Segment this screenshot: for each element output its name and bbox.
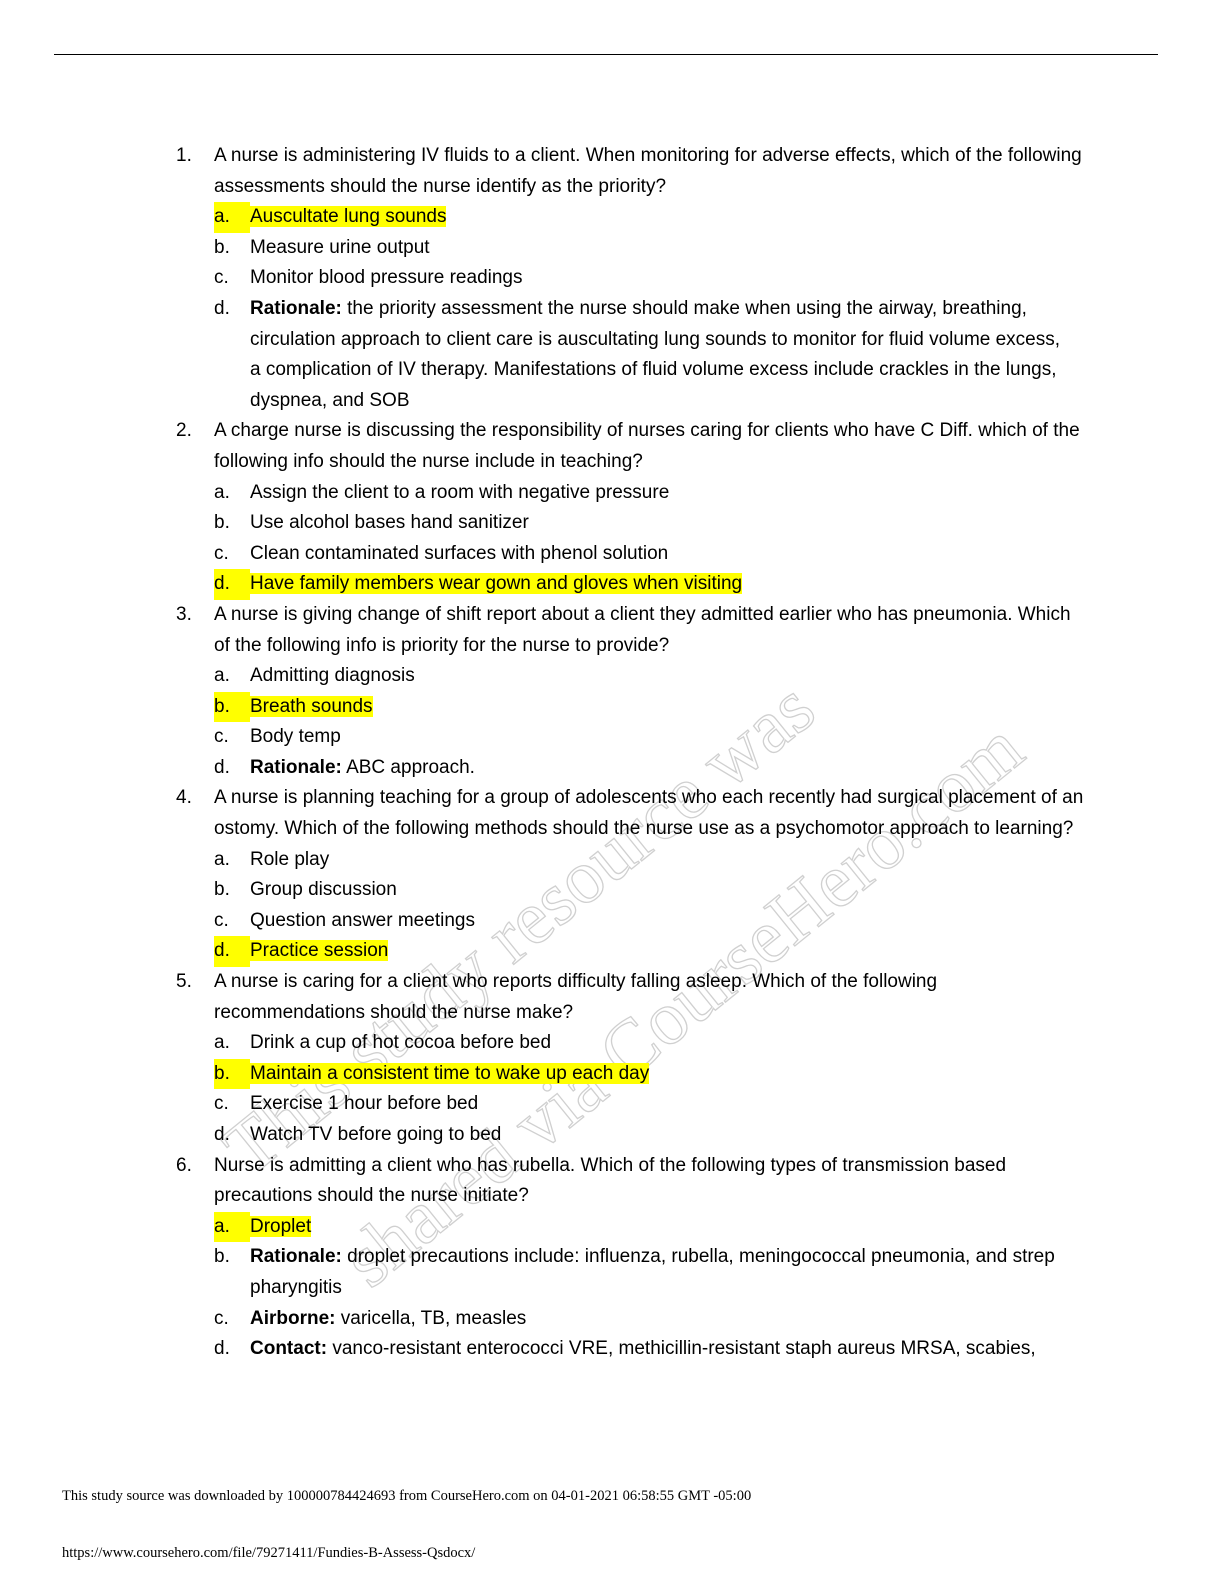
- question-list: 1. A nurse is administering IV fluids to …: [0, 141, 1224, 1365]
- answer-option: c. Question answer meetings: [0, 906, 1224, 937]
- question-5: 5. A nurse is caring for a client who rep…: [0, 967, 1224, 1028]
- option-letter: c.: [214, 1093, 229, 1115]
- option-letter: b.: [214, 1246, 230, 1268]
- answer-option: a.Droplet: [0, 1211, 1224, 1243]
- answer-option: d. Rationale: ABC approach.: [0, 753, 1224, 784]
- answer-option: a. Drink a cup of hot cocoa before bed: [0, 1028, 1224, 1059]
- option-text: Clean contaminated surfaces with phenol …: [250, 542, 669, 564]
- answer-option: d. Rationale: the priority assessment the…: [0, 294, 1224, 416]
- option-letter: c.: [214, 267, 229, 289]
- option-text: Role play: [250, 848, 330, 870]
- top-divider: [54, 54, 1158, 55]
- option-label: Rationale:: [250, 756, 342, 778]
- correct-answer-text: Have family members wear gown and gloves…: [250, 573, 743, 595]
- question-text: A nurse is giving change of shift report…: [214, 603, 1071, 656]
- option-letter: b.: [214, 1058, 250, 1090]
- option-label: Contact:: [250, 1338, 328, 1360]
- answer-option: d.Practice session: [0, 936, 1224, 968]
- option-letter: a.: [214, 1211, 250, 1243]
- answer-option: a. Role play: [0, 845, 1224, 876]
- option-letter: a.: [214, 481, 230, 503]
- question-text: A charge nurse is discussing the respons…: [214, 420, 1080, 472]
- option-label: Rationale:: [250, 1246, 342, 1268]
- option-letter: a.: [214, 665, 230, 687]
- option-text: varicella, TB, measles: [335, 1307, 527, 1329]
- answer-option: d. Watch TV before going to bed: [0, 1120, 1224, 1151]
- option-letter: b.: [214, 236, 230, 258]
- question-2: 2. A charge nurse is discussing the respo…: [0, 416, 1224, 477]
- question-text: A nurse is administering IV fluids to a …: [214, 145, 1082, 197]
- option-letter: b.: [214, 691, 250, 723]
- question-number: 3.: [176, 603, 192, 625]
- correct-answer-text: Maintain a consistent time to wake up ea…: [250, 1062, 650, 1084]
- option-letter: a.: [214, 202, 250, 233]
- option-letter: d.: [214, 756, 230, 778]
- download-note: This study source was downloaded by 1000…: [62, 1488, 752, 1504]
- correct-answer-text: Auscultate lung sounds: [250, 206, 447, 228]
- question-1: 1. A nurse is administering IV fluids to …: [0, 141, 1224, 202]
- option-text: Assign the client to a room with negativ…: [250, 481, 670, 503]
- option-letter: d.: [214, 297, 230, 319]
- answer-option: b. Use alcohol bases hand sanitizer: [0, 508, 1224, 539]
- option-text: ABC approach.: [341, 756, 475, 778]
- option-letter: c.: [214, 726, 229, 748]
- correct-answer-text: Droplet: [250, 1215, 312, 1237]
- question-text: A nurse is planning teaching for a group…: [214, 787, 1084, 840]
- answer-option: c. Clean contaminated surfaces with pheno…: [0, 539, 1224, 570]
- option-letter: b.: [214, 512, 230, 534]
- answer-option: c. Airborne: varicella, TB, measles: [0, 1304, 1224, 1335]
- option-letter: a.: [214, 848, 230, 870]
- question-number: 6.: [176, 1154, 192, 1176]
- answer-option: a. Admitting diagnosis: [0, 661, 1224, 692]
- option-text: Drink a cup of hot cocoa before bed: [250, 1032, 552, 1054]
- answer-option: c. Exercise 1 hour before bed: [0, 1089, 1224, 1120]
- answer-option: b. Rationale: droplet precautions include…: [0, 1242, 1224, 1303]
- answer-option: b.Maintain a consistent time to wake up …: [0, 1058, 1224, 1090]
- option-text: Watch TV before going to bed: [250, 1124, 502, 1145]
- option-letter: c.: [214, 909, 229, 931]
- answer-option: c. Body temp: [0, 722, 1224, 753]
- option-text: Use alcohol bases hand sanitizer: [250, 512, 529, 534]
- option-letter: c.: [214, 1307, 229, 1329]
- option-text: Body temp: [250, 726, 341, 748]
- option-label: Airborne:: [250, 1307, 336, 1329]
- option-text: vanco-resistant enterococci VRE, methici…: [327, 1338, 1036, 1360]
- question-number: 2.: [176, 420, 192, 442]
- question-3: 3. A nurse is giving change of shift repo…: [0, 600, 1224, 661]
- option-letter: c.: [214, 542, 229, 564]
- option-letter: d.: [214, 569, 250, 600]
- option-text: Monitor blood pressure readings: [250, 267, 523, 289]
- question-number: 1.: [176, 145, 192, 166]
- option-label: Rationale:: [250, 297, 342, 319]
- correct-answer-text: Practice session: [250, 940, 389, 962]
- option-letter: b.: [214, 879, 230, 901]
- option-text: Admitting diagnosis: [250, 665, 415, 687]
- option-text: Measure urine output: [250, 236, 430, 258]
- option-letter: d.: [214, 1338, 230, 1360]
- question-4: 4. A nurse is planning teaching for a gro…: [0, 783, 1224, 844]
- option-text: the priority assessment the nurse should…: [250, 297, 1061, 411]
- answer-option: a.Auscultate lung sounds: [0, 202, 1224, 233]
- answer-option: d.Have family members wear gown and glov…: [0, 569, 1224, 600]
- option-text: droplet precautions include: influenza, …: [250, 1246, 1055, 1298]
- correct-answer-text: Breath sounds: [250, 695, 373, 717]
- option-text: Exercise 1 hour before bed: [250, 1093, 479, 1115]
- option-text: Group discussion: [250, 879, 397, 901]
- question-text: Nurse is admitting a client who has rube…: [214, 1154, 1007, 1207]
- answer-option: c. Monitor blood pressure readings: [0, 263, 1224, 294]
- answer-option: b.Breath sounds: [0, 691, 1224, 723]
- source-url[interactable]: https://www.coursehero.com/file/79271411…: [62, 1545, 476, 1561]
- option-letter: d.: [214, 936, 250, 968]
- question-number: 5.: [176, 971, 192, 993]
- question-number: 4.: [176, 787, 192, 809]
- option-text: Question answer meetings: [250, 909, 475, 931]
- option-letter: d.: [214, 1124, 230, 1145]
- answer-option: a. Assign the client to a room with negat…: [0, 478, 1224, 509]
- answer-option: b. Measure urine output: [0, 233, 1224, 264]
- question-6: 6. Nurse is admitting a client who has ru…: [0, 1151, 1224, 1212]
- answer-option: d. Contact: vanco-resistant enterococci V…: [0, 1334, 1224, 1365]
- answer-option: b. Group discussion: [0, 875, 1224, 906]
- question-text: A nurse is caring for a client who repor…: [214, 971, 938, 1023]
- option-letter: a.: [214, 1032, 230, 1054]
